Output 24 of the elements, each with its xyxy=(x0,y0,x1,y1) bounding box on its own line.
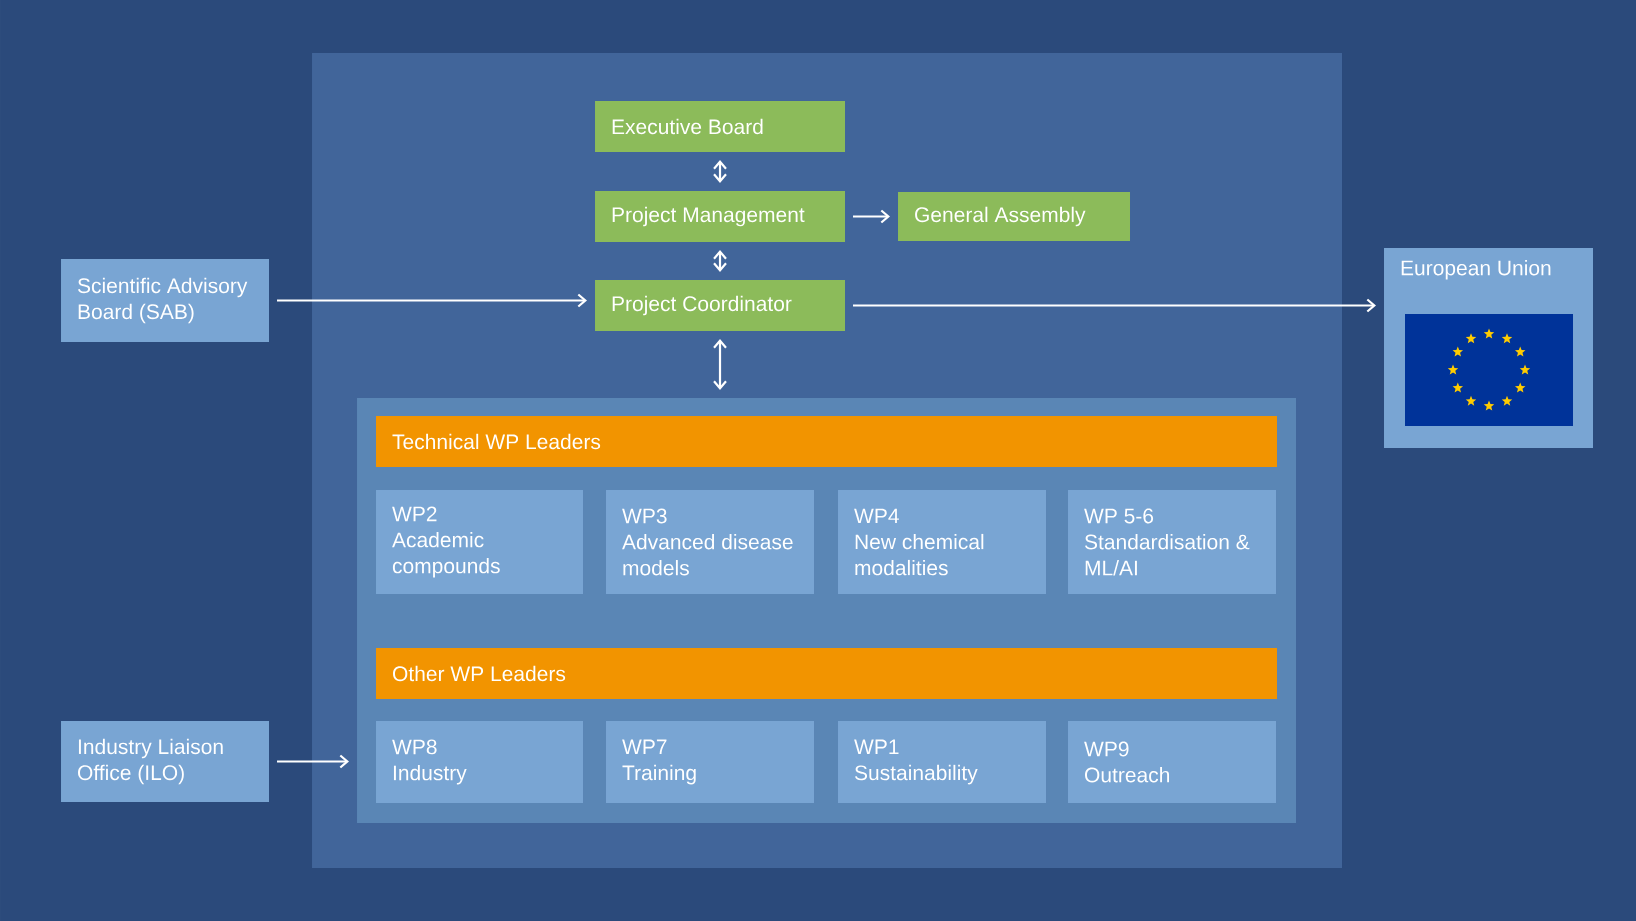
work-package-box: WP1 Sustainability xyxy=(838,721,1046,803)
arrow xyxy=(713,250,727,272)
work-package-box: WP4 New chemical modalities xyxy=(838,490,1046,594)
arrow xyxy=(713,160,727,183)
arrow xyxy=(277,293,587,308)
work-package-box: WP8 Industry xyxy=(376,721,583,803)
liaison-office-box: Industry Liaison Office (ILO) xyxy=(61,721,269,802)
work-package-box: WP2 Academic compounds xyxy=(376,490,583,594)
arrow xyxy=(853,209,890,224)
work-package-box: WP7 Training xyxy=(606,721,814,803)
work-package-box: WP9 Outreach xyxy=(1068,721,1276,803)
header-bar: Technical WP Leaders xyxy=(376,416,1277,467)
assembly-box: General Assembly xyxy=(898,192,1130,241)
coordinator-box: Project Coordinator xyxy=(595,280,845,331)
board-box: Executive Board xyxy=(595,101,845,152)
header-bar: Other WP Leaders xyxy=(376,648,1277,699)
eu-flag-drawing xyxy=(1405,314,1573,426)
work-package-box: WP 5-6 Standardisation & ML/AI xyxy=(1068,490,1276,594)
arrow xyxy=(853,298,1376,313)
advisory-board-box: Scientific Advisory Board (SAB) xyxy=(61,259,269,342)
management-box: Project Management xyxy=(595,191,845,242)
work-package-box: WP3 Advanced disease models xyxy=(606,490,814,594)
arrow xyxy=(713,339,727,390)
arrow xyxy=(277,754,349,769)
